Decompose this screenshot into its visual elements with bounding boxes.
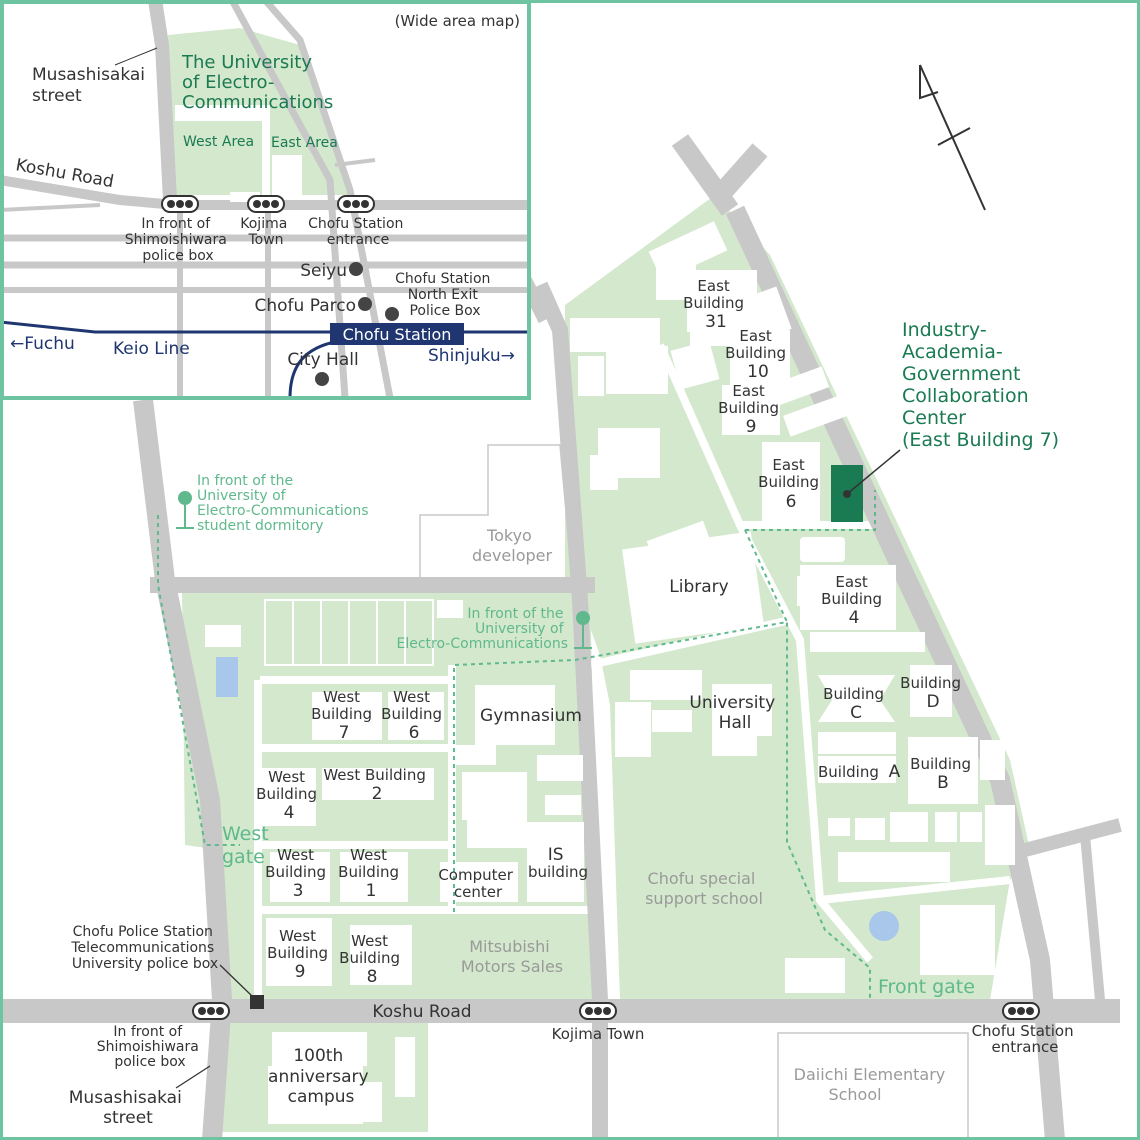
university-hall-label: University Hall	[689, 693, 780, 733]
mitsubishi-label: Mitsubishi Motors Sales	[461, 937, 563, 976]
west-building-8-label: West Building 8	[339, 932, 405, 987]
inset-signal-shimoishiwara: In front of Shimoishiwara police box	[125, 216, 232, 264]
tennis-courts	[264, 599, 434, 666]
west-building-1-label: West Building 1	[338, 846, 404, 901]
inset-musashisakai: Musashisakai street	[32, 65, 150, 106]
signal-shimoishiwara-label: In front of Shimoishiwara police box	[97, 1024, 204, 1070]
inset-city-hall: City Hall	[287, 350, 358, 370]
is-building-label: IS building	[528, 845, 588, 881]
west-gate-label: West gate	[222, 823, 275, 868]
traffic-light-icon	[337, 195, 375, 213]
pool	[216, 657, 238, 697]
east-building-4-label: East Building 4	[821, 573, 887, 628]
campus-buildings	[205, 221, 1015, 1124]
traffic-light-icon	[1002, 1002, 1040, 1020]
traffic-light-icon	[192, 1002, 230, 1020]
target-center-label: Industry- Academia- Government Collabora…	[902, 319, 1059, 451]
keio-line	[0, 320, 529, 399]
inset-west-area: West Area	[183, 134, 254, 150]
west-building-6-label: West Building 6	[381, 688, 447, 743]
computer-center-label: Computer center	[438, 866, 517, 901]
daiichi-school-lot	[777, 1032, 969, 1140]
musashisakai-label: Musashisakai street	[69, 1088, 187, 1128]
front-gate-label: Front gate	[878, 976, 975, 998]
east-building-10-label: East Building 10	[725, 327, 791, 382]
inset-keio-line: Keio Line	[113, 339, 190, 359]
uec-stop-label: In front of the University of Electro-Co…	[397, 606, 569, 652]
main-map: Industry- Academia- Government Collabora…	[0, 64, 1122, 1140]
wide-area-inset: (Wide area map) The University of Electr…	[0, 0, 531, 400]
signal-chofu-label: Chofu Station entrance	[972, 1022, 1079, 1056]
police-box-marker	[250, 995, 264, 1009]
walking-route	[157, 490, 876, 998]
inset-signal-kojima: Kojima Town	[240, 216, 292, 248]
building-d-label: Building D	[900, 674, 966, 712]
location-pin-icon	[574, 611, 592, 649]
inset-east-area: East Area	[271, 135, 338, 151]
koshu-road-label: Koshu Road	[372, 1002, 471, 1022]
daiichi-school-label: Daiichi Elementary School	[794, 1065, 951, 1104]
inset-fuchu: ←Fuchu	[10, 334, 75, 354]
west-building-3-label: West Building 3	[265, 846, 331, 901]
west-building-9-label: West Building 9	[267, 927, 333, 982]
inset-chofu-parco: Chofu Parco	[255, 296, 356, 316]
inset-seiyu: Seiyu	[300, 261, 347, 281]
pond	[869, 911, 899, 941]
inset-signal-chofu: Chofu Station entrance	[308, 216, 408, 248]
traffic-light-icon	[579, 1002, 617, 1020]
building-b-label: Building B	[910, 755, 976, 793]
east-building-6-label: East Building 6	[758, 456, 824, 512]
inset-title: (Wide area map)	[395, 12, 520, 30]
library-label: Library	[669, 577, 728, 597]
east-building-9-label: East Building 9	[718, 382, 784, 437]
signal-kojima-label: Kojima Town	[552, 1025, 645, 1043]
west-building-7-label: West Building 7	[311, 688, 377, 743]
police-station-label: Chofu Police Station Telecommunications …	[70, 924, 218, 972]
building-c-label: Building C	[823, 685, 889, 723]
north-arrow-icon	[919, 64, 986, 211]
tokyo-developer-lot	[419, 444, 573, 579]
gymnasium-label: Gymnasium	[480, 706, 582, 726]
inset-university-name: The University of Electro- Communication…	[181, 52, 333, 113]
inset-shinjuku: Shinjuku→	[428, 346, 515, 366]
tokyo-developer-label: Tokyo developer	[472, 526, 553, 565]
inset-chofu-station: Chofu Station	[343, 325, 452, 344]
inset-police-box: Chofu Station North Exit Police Box	[395, 271, 495, 319]
west-building-4-label: West Building 4	[256, 768, 322, 823]
special-school-label: Chofu special support school	[645, 869, 763, 908]
east-building-31-label: East Building 31	[683, 277, 749, 332]
dormitory-stop-label: In front of the University of Electro-Co…	[197, 473, 373, 534]
building-a-label: Building A	[818, 762, 901, 782]
traffic-light-icon	[247, 195, 285, 213]
campus-100th-label: 100th anniversary campus	[268, 1046, 374, 1107]
west-building-2-label: West Building 2	[323, 766, 430, 804]
traffic-light-icon	[161, 195, 199, 213]
location-pin-icon	[176, 491, 194, 529]
